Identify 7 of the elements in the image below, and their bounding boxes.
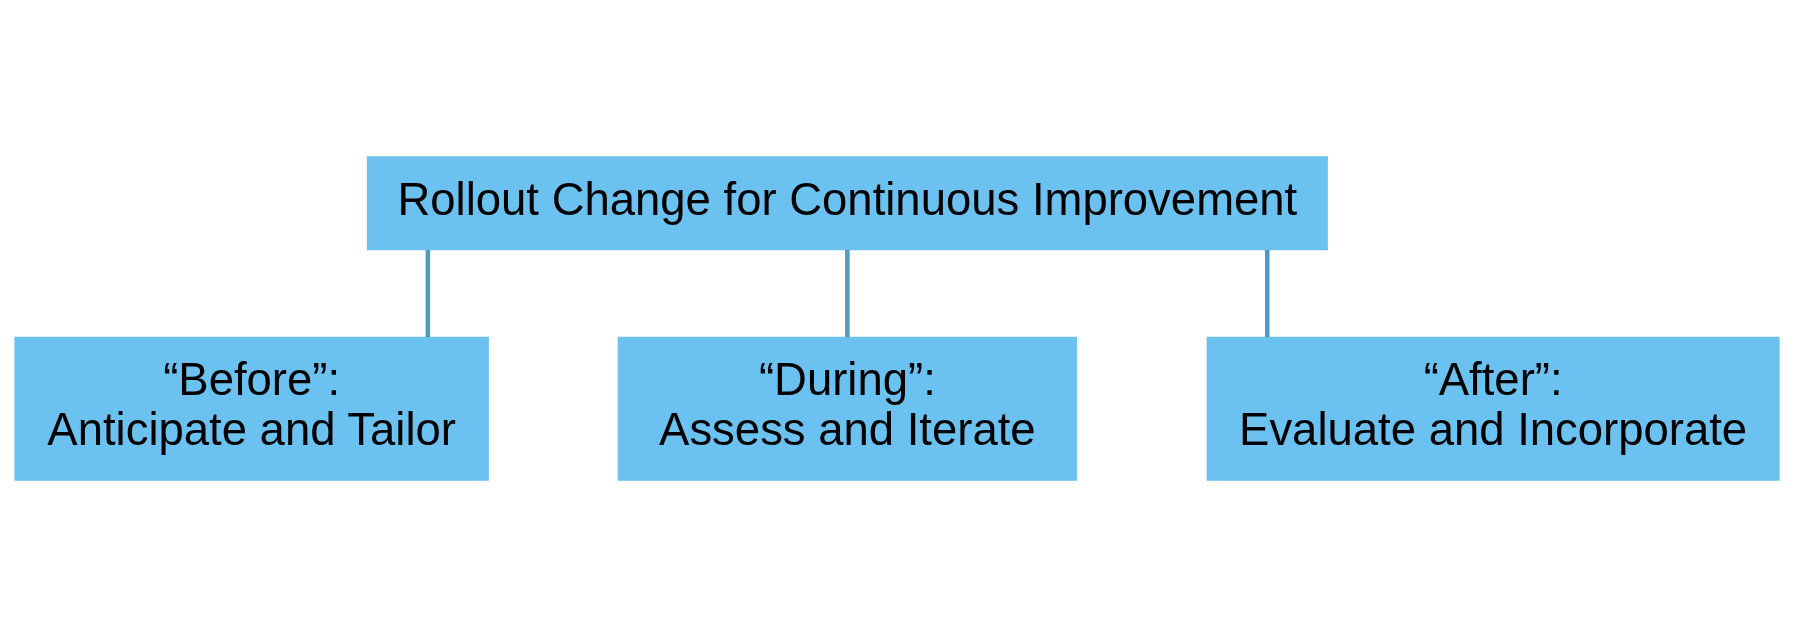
connector [425,249,431,337]
node-box: Rollout Change for Continuous Improvement [366,155,1328,250]
node-box: “After”: Evaluate and Incorporate [1206,336,1780,481]
node-box: “During”: Assess and Iterate [617,336,1077,481]
node-box: “Before”: Anticipate and Tailor [14,336,489,481]
connector [1264,249,1270,337]
connector [845,249,850,337]
